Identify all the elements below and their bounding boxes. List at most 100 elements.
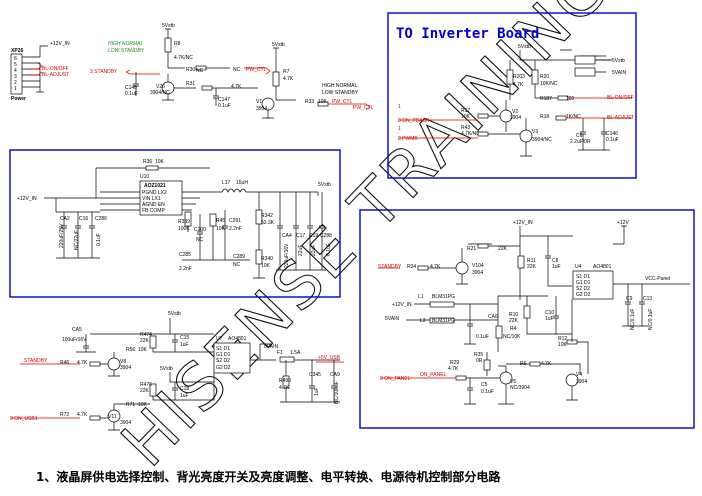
r45-value: 10K: [216, 226, 226, 232]
ca5-value: 100uF/16V: [62, 337, 87, 343]
usb-power-circuit: 5Vstb CA5 100uF/16V R474 22K C15 1uF U7 …: [10, 311, 344, 431]
r71-value: 10K: [138, 402, 148, 408]
c148-ref: C148: [125, 85, 137, 91]
panel-net-standby: STANDBY: [378, 264, 402, 270]
c285-value: 2.2nF: [179, 266, 192, 272]
r8-ref: R8: [174, 41, 181, 47]
net-pw-ctl: PW_CTL: [246, 67, 267, 73]
r35-value: 0R: [476, 358, 483, 364]
r31-ref: R31: [186, 81, 195, 87]
net-on-panel-2: ON_PANEL: [420, 372, 447, 378]
inv-net-5vstb: 5Vstb: [518, 44, 531, 50]
u7-pin: S1 D1: [216, 346, 230, 352]
r33-value: 10K: [318, 99, 328, 105]
r11-value: 22K: [527, 264, 537, 270]
inv-net-5vain: 5VAIN: [612, 70, 626, 76]
c16-ref: C16: [79, 216, 88, 222]
v5-ref: V5: [510, 379, 516, 385]
r342-value: 52.3K: [261, 220, 275, 226]
pin-label: 2: [14, 80, 17, 86]
pin-label: 4: [14, 68, 17, 74]
r476-value: 22K: [140, 388, 150, 394]
f1-value: 1.5A: [290, 350, 301, 356]
l17-value: 15uH: [236, 180, 248, 186]
r18-value: 1K/NC: [566, 114, 581, 120]
dcdc-circuit: +12V_IN R36 10K U10 AOZ1021 PGND LX2 VIN…: [17, 159, 332, 279]
note-low-standby-2: LOW STANDBY: [322, 90, 359, 96]
c15-ref: C15: [180, 335, 189, 341]
inverter-circuit: 5Vstb 5Vstb 5VAIN R203 4.7K R20 10K/NC R…: [398, 44, 634, 157]
net-pwmb: 3 PWMB: [398, 136, 418, 142]
r-nc-value: NC: [233, 67, 241, 73]
inv-net-bl-onoff: BL-ON/OFF: [607, 95, 634, 101]
r72-value: 4.7K: [77, 412, 88, 418]
r7-value: 4.7K: [283, 76, 294, 82]
r43-value: 4.7K/NC: [461, 131, 480, 137]
inverter-section-box: [387, 12, 637, 179]
u10-pin: VIN LX1: [142, 196, 161, 202]
net-5vstb-2: 5Vstb: [272, 42, 285, 48]
panel-net-12v-in-2: +12V_IN: [392, 302, 412, 308]
r35-ref: R35: [474, 352, 483, 358]
r34-value: 4.7K: [430, 264, 441, 270]
v26-value: 3904/NC: [150, 90, 170, 96]
net-on-panel: 3 ON_PANEL: [380, 376, 411, 382]
r4-value: NC/10K: [503, 334, 521, 340]
pin-label: 6: [14, 56, 17, 62]
r30-ref: R30: [186, 67, 195, 73]
v3-value: 3904/NC: [532, 137, 552, 143]
v26-ref: V26: [156, 84, 165, 90]
net-pw-ctl-2: PW_CTL: [332, 99, 353, 105]
c18-value: 1uF: [180, 393, 189, 399]
v104-ref: V104: [472, 263, 484, 269]
v8-ref: V8: [120, 359, 126, 365]
u4-ref: U4: [575, 264, 582, 270]
r71-ref: R71: [126, 402, 135, 408]
f1-ref: F1: [277, 350, 283, 356]
r56-value: 10K: [138, 347, 148, 353]
r340-ref: R340: [261, 256, 273, 262]
panel-net-5vain: 5VAIN: [385, 316, 399, 322]
r4-ref: R4: [510, 326, 517, 332]
r20-value: 10K/NC: [540, 81, 558, 87]
c291-value: 2.2nF: [229, 226, 242, 232]
net-standby: 3 STANDBY: [90, 69, 118, 75]
r11-ref: R11: [527, 258, 536, 264]
u10-ref: U10: [140, 174, 149, 180]
r10-ref: R10: [509, 312, 518, 318]
panel-net-12v-in: +12V_IN: [513, 220, 533, 226]
figure-caption: 1、液晶屏供电选择控制、背光亮度开关及亮度调整、电平转换、电源待机控制部分电路: [36, 469, 501, 484]
r12-value: 10K: [558, 342, 568, 348]
r490-value: 4.7K: [279, 385, 290, 391]
ca9-ref: CA9: [330, 372, 340, 378]
r72-ref: R72: [60, 412, 69, 418]
u4-value: AO4801: [593, 264, 612, 270]
v4-ref: V4: [576, 372, 582, 378]
r17-ref: R17: [461, 108, 470, 114]
r7-ref: R7: [283, 69, 290, 75]
r18-ref: R18: [540, 114, 549, 120]
usb-net-standby: STANDBY: [24, 358, 48, 364]
c285-ref: C285: [179, 252, 191, 258]
r187-ref: R187: [540, 96, 552, 102]
u4-pin: S1 D1: [576, 274, 590, 280]
c13-value: NC/0.1uF: [648, 309, 654, 330]
ca6-value: 0.1uF: [476, 334, 489, 340]
usb-net-5vstb: 5Vstb: [168, 311, 181, 317]
l17-ref: L17: [222, 180, 231, 186]
u7-ref: U7: [216, 336, 223, 342]
c5-value: 0.1uF: [481, 389, 494, 395]
r474-ref: R474: [140, 332, 152, 338]
u7-pin: G1 D1: [216, 352, 231, 358]
r339-ref: R339: [178, 219, 190, 225]
dcdc-section-box: [9, 149, 341, 298]
r56-ref: R56: [126, 347, 135, 353]
r46-ref: R46: [60, 360, 69, 366]
c10-value: 1uF: [545, 316, 554, 322]
r187-value: 100: [566, 96, 575, 102]
c17-ref: C17: [296, 233, 305, 239]
v4-value: 3904: [576, 379, 587, 385]
dcdc-net-12v-in: +12V_IN: [17, 196, 37, 202]
c147-value: 0.1uF: [218, 103, 231, 109]
v104-value: 3904: [472, 270, 483, 276]
